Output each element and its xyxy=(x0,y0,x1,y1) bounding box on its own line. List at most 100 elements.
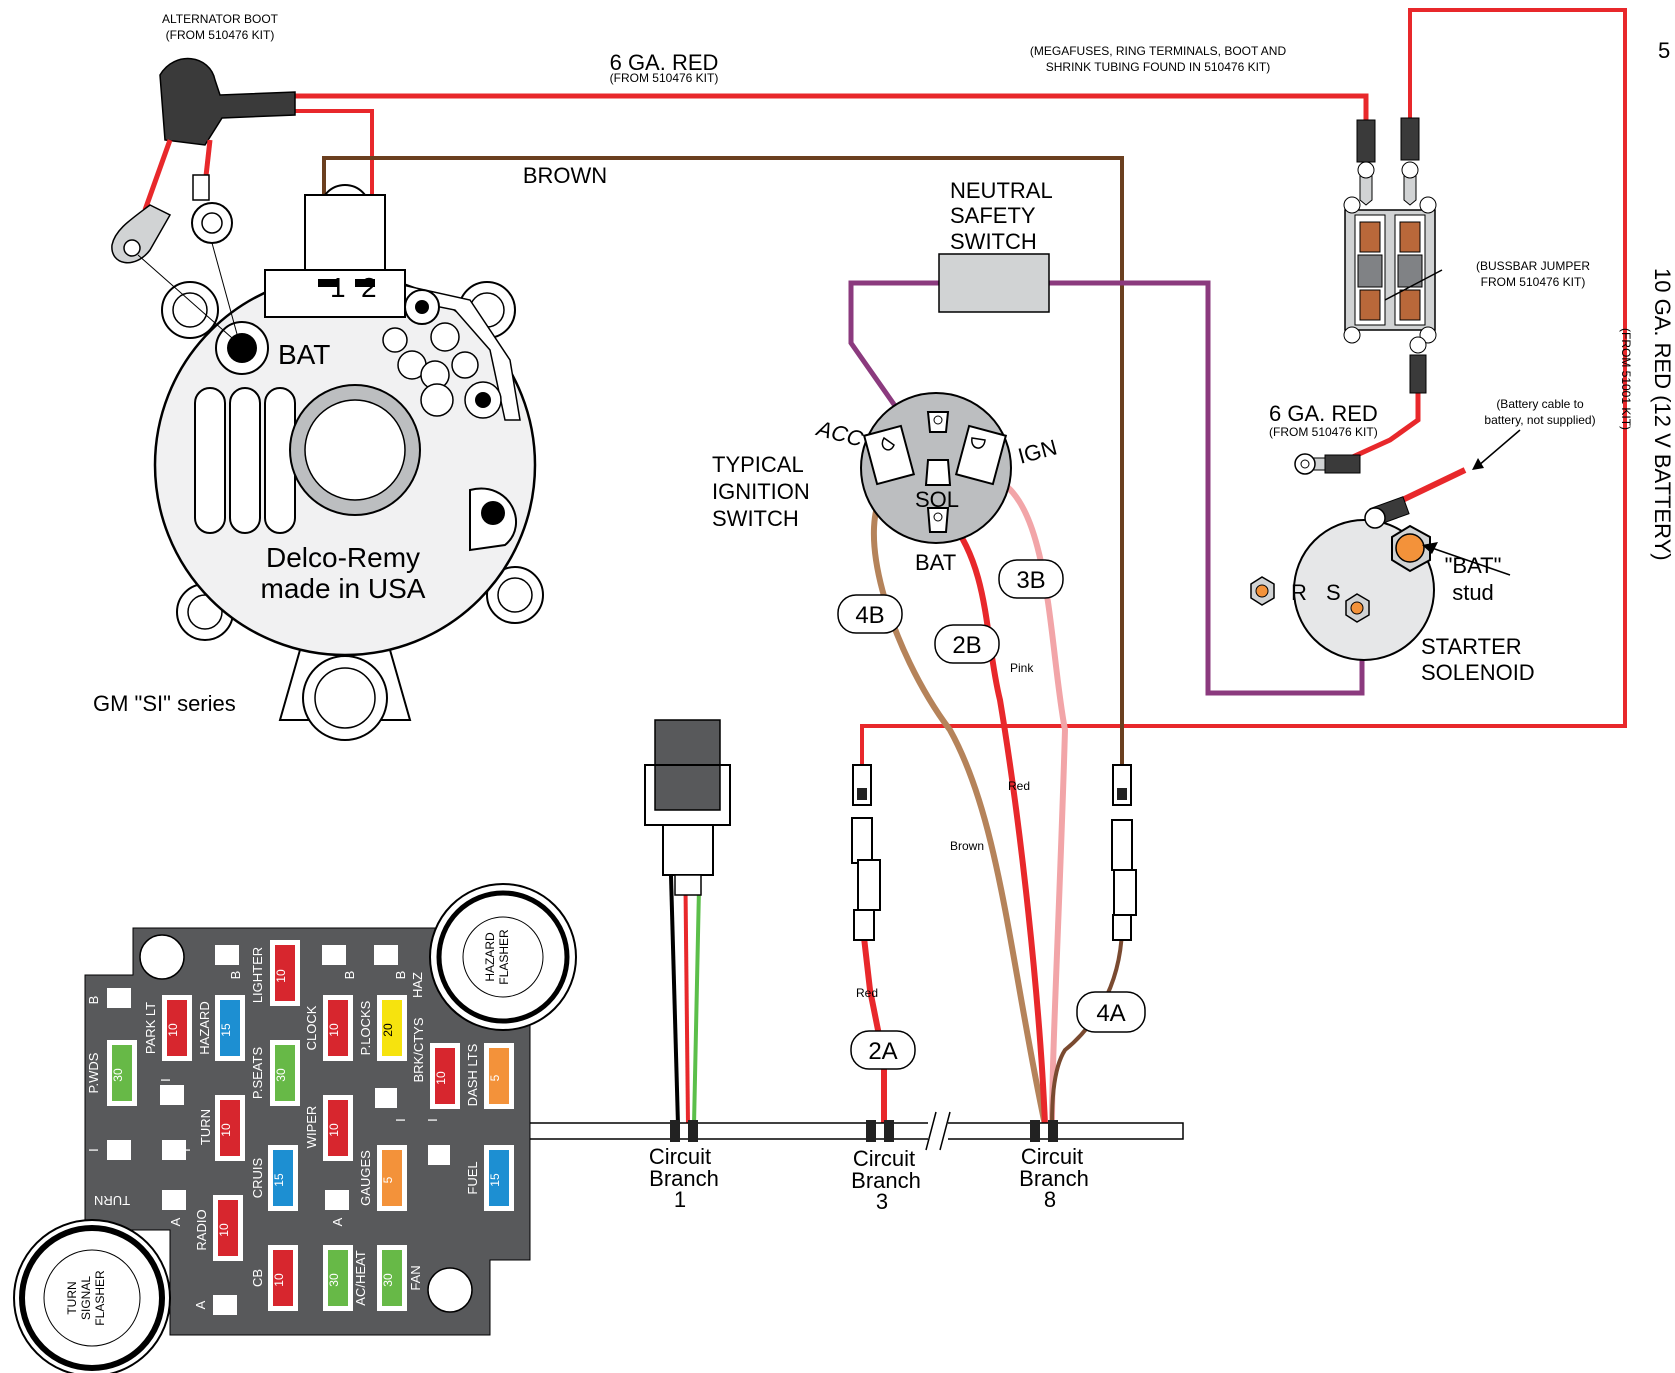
brown-label: Brown xyxy=(950,839,984,853)
splice-1b xyxy=(688,1120,698,1142)
label-clock: CLOCK xyxy=(304,1005,319,1050)
nss-label-3: SWITCH xyxy=(950,229,1037,254)
ignition-label-3: SWITCH xyxy=(712,506,799,531)
label-ac-heat: AC/HEAT xyxy=(353,1250,368,1305)
brand-line1: Delco-Remy xyxy=(266,542,420,573)
svg-text:2A: 2A xyxy=(868,1038,897,1065)
label-hazard: HAZARD xyxy=(197,1001,212,1054)
fuse-brk-ctys: 10 xyxy=(430,1043,460,1109)
svg-text:1: 1 xyxy=(674,1187,686,1212)
branch-label-8: Circuit Branch 8 xyxy=(1019,1144,1089,1212)
red-6ga-bottom-kit: (FROM 510476 KIT) xyxy=(1269,425,1378,439)
svg-text:Branch: Branch xyxy=(851,1168,921,1193)
bat-stud-pointer xyxy=(1431,547,1511,576)
label-turn: TURN xyxy=(198,1109,213,1145)
fuse-p-locks: 20 xyxy=(377,995,407,1061)
fuse-turn: 10 xyxy=(215,1095,245,1161)
harness-bundle xyxy=(524,1122,1184,1140)
svg-text:FLASHER: FLASHER xyxy=(93,1270,107,1326)
branch3-terminal xyxy=(851,764,881,941)
svg-text:10: 10 xyxy=(272,1273,286,1287)
hazard-flasher: HAZARD FLASHER xyxy=(429,883,577,1031)
fuse-park-lt: 10 xyxy=(162,995,192,1061)
alternator-series-label: GM "SI" series xyxy=(93,691,236,716)
bat-ign-label: BAT xyxy=(915,550,956,575)
solenoid-s-label: S xyxy=(1326,580,1341,605)
fuse-fuel: 15 xyxy=(484,1145,514,1211)
bat-terminal-label: BAT xyxy=(278,339,330,370)
megafuse-note-1: (MEGAFUSES, RING TERMINALS, BOOT AND xyxy=(1030,44,1287,58)
tag-2b: 2B xyxy=(934,624,1000,664)
svg-text:10: 10 xyxy=(327,1023,341,1037)
red-6ga-label: 6 GA. RED xyxy=(610,50,719,75)
branch-label-1: Circuit Branch 1 xyxy=(649,1144,719,1212)
bussbar-pointer xyxy=(1384,269,1443,301)
red-alt-jumper-wire xyxy=(290,109,374,195)
label-b-2: B xyxy=(342,971,357,980)
red-6ga-kit-label: (FROM 510476 KIT) xyxy=(610,71,719,85)
label-p-seats: P.SEATS xyxy=(250,1047,265,1100)
svg-text:30: 30 xyxy=(111,1068,125,1082)
label-a-3: A xyxy=(193,1300,208,1309)
red-6ga-bottom-label: 6 GA. RED xyxy=(1269,401,1378,426)
label-radio: RADIO xyxy=(194,1209,209,1250)
splice-1a xyxy=(670,1120,680,1142)
label-fan: FAN xyxy=(408,1265,423,1290)
splice-8a xyxy=(1030,1120,1040,1142)
branch8-terminal xyxy=(1111,764,1137,941)
bat-stud-arrowhead xyxy=(1422,542,1438,554)
neutral-safety-switch xyxy=(938,253,1050,313)
solenoid-ring-terminal xyxy=(1294,453,1361,475)
svg-text:15: 15 xyxy=(488,1173,502,1187)
red-6ga-wire-top xyxy=(290,93,1369,122)
svg-text:5: 5 xyxy=(488,1074,502,1081)
boot-kit-label: (FROM 510476 KIT) xyxy=(166,28,275,42)
svg-text:Branch: Branch xyxy=(649,1166,719,1191)
label-p-wds: P.WDS xyxy=(86,1052,101,1093)
page-number: 5 xyxy=(1658,38,1670,63)
bat-stud-label-1: "BAT" xyxy=(1445,553,1502,578)
label-lighter: LIGHTER xyxy=(250,947,265,1003)
red-wire-2a xyxy=(859,919,887,1125)
battery-note-1: (Battery cable to xyxy=(1496,397,1584,411)
brand-line2: made in USA xyxy=(261,573,426,604)
svg-text:10: 10 xyxy=(434,1071,448,1085)
fuse-wiper: 10 xyxy=(323,1095,353,1161)
red-10ga-label: 10 GA. RED (12 V BATTERY) xyxy=(1650,268,1675,561)
pink-label: Pink xyxy=(1010,661,1034,675)
fuse-p-seats: 30 xyxy=(270,1040,300,1106)
solenoid-title-2: SOLENOID xyxy=(1421,660,1535,685)
bat-pointer-1 xyxy=(137,254,241,346)
megafuse-note-2: SHRINK TUBING FOUND IN 510476 KIT) xyxy=(1046,60,1271,74)
svg-text:4A: 4A xyxy=(1096,1000,1125,1027)
svg-text:8: 8 xyxy=(1044,1187,1056,1212)
nss-label-1: NEUTRAL xyxy=(950,178,1053,203)
fuse-dash-lts: 5 xyxy=(484,1043,514,1109)
label-i-1: I xyxy=(158,1078,173,1082)
purple-wire-right xyxy=(1049,280,1365,696)
label-a-2: A xyxy=(330,1217,345,1226)
fuse-cruis: 15 xyxy=(268,1145,298,1211)
ring-terminal-2 xyxy=(191,174,233,244)
splice-8b xyxy=(1048,1120,1058,1142)
fuse-clock: 10 xyxy=(323,995,353,1061)
fuse-ac-heat: 30 xyxy=(323,1245,353,1311)
svg-text:15: 15 xyxy=(272,1173,286,1187)
red-10ga-kit-group: (FROM 51001 KIT) xyxy=(1619,328,1633,430)
svg-text:Circuit: Circuit xyxy=(649,1144,711,1169)
bat-pointer-2 xyxy=(211,242,241,346)
solenoid-title-1: STARTER xyxy=(1421,634,1522,659)
svg-text:2B: 2B xyxy=(952,632,981,659)
label-i-2: I xyxy=(393,1118,408,1122)
label-dash-lts: DASH LTS xyxy=(465,1043,480,1106)
label-i-4: I xyxy=(178,1148,193,1152)
fuse-radio: 10 xyxy=(213,1195,243,1261)
solenoid-r-label: R xyxy=(1291,580,1307,605)
pink-wire-3b xyxy=(1003,482,1069,1126)
svg-text:SIGNAL: SIGNAL xyxy=(79,1276,93,1320)
fuse-cb: 10 xyxy=(268,1245,298,1311)
red-label-lower: Red xyxy=(856,986,878,1000)
terminal-1-label: 1 xyxy=(330,272,346,303)
sol-label: SOL xyxy=(915,487,959,512)
